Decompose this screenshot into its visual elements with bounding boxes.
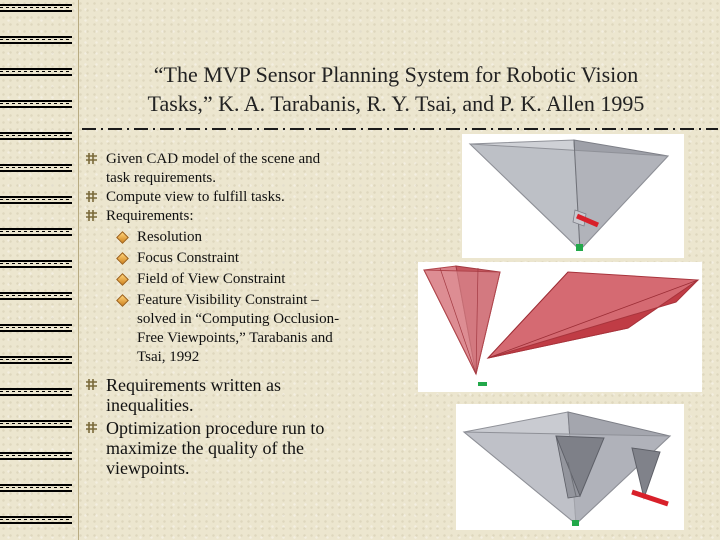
binding-mark [0,452,72,460]
diamond-bullet-icon [116,273,129,286]
hash-bullet-icon [86,422,97,433]
sub-list-item: Feature Visibility Constraint – solved i… [86,291,386,367]
figure-occlusion-viewing-volume [456,404,684,530]
title-separator [82,128,718,130]
binding-mark [0,228,72,236]
list-item: Requirements written as inequalities. [86,375,386,415]
list-item: Compute view to fulfill tasks. [86,188,386,207]
sub-list-item: Resolution [86,228,386,247]
binding-mark [0,260,72,268]
diamond-bullet-icon [116,252,129,265]
diamond-bullet-icon [116,231,129,244]
binding-mark [0,484,72,492]
list-item: Optimization procedure run to maximize t… [86,418,386,478]
binding-mark [0,324,72,332]
diamond-bullet-icon [116,294,129,307]
binding-mark [0,516,72,524]
sub-list-item: Field of View Constraint [86,270,386,289]
binding-mark [0,196,72,204]
hash-bullet-icon [86,153,97,164]
binding-mark [0,388,72,396]
binding-mark [0,132,72,140]
hash-bullet-icon [86,210,97,221]
binding-mark [0,4,72,12]
binding-mark [0,164,72,172]
binding-mark [0,36,72,44]
list-item: Given CAD model of the scene and task re… [86,150,386,188]
binding-mark [0,356,72,364]
list-item: Requirements: [86,207,386,226]
slide-title: “The MVP Sensor Planning System for Robo… [147,62,645,116]
binding-mark [0,68,72,76]
hash-bullet-icon [86,191,97,202]
hash-bullet-icon [86,379,97,390]
binding-mark [0,292,72,300]
notebook-binding [0,0,79,540]
sub-list-item: Focus Constraint [86,249,386,268]
figure-gray-viewing-volume [462,134,684,258]
binding-mark [0,420,72,428]
figure-red-viewing-volumes [418,262,702,392]
binding-mark [0,100,72,108]
bullet-list: Given CAD model of the scene and task re… [86,150,386,478]
